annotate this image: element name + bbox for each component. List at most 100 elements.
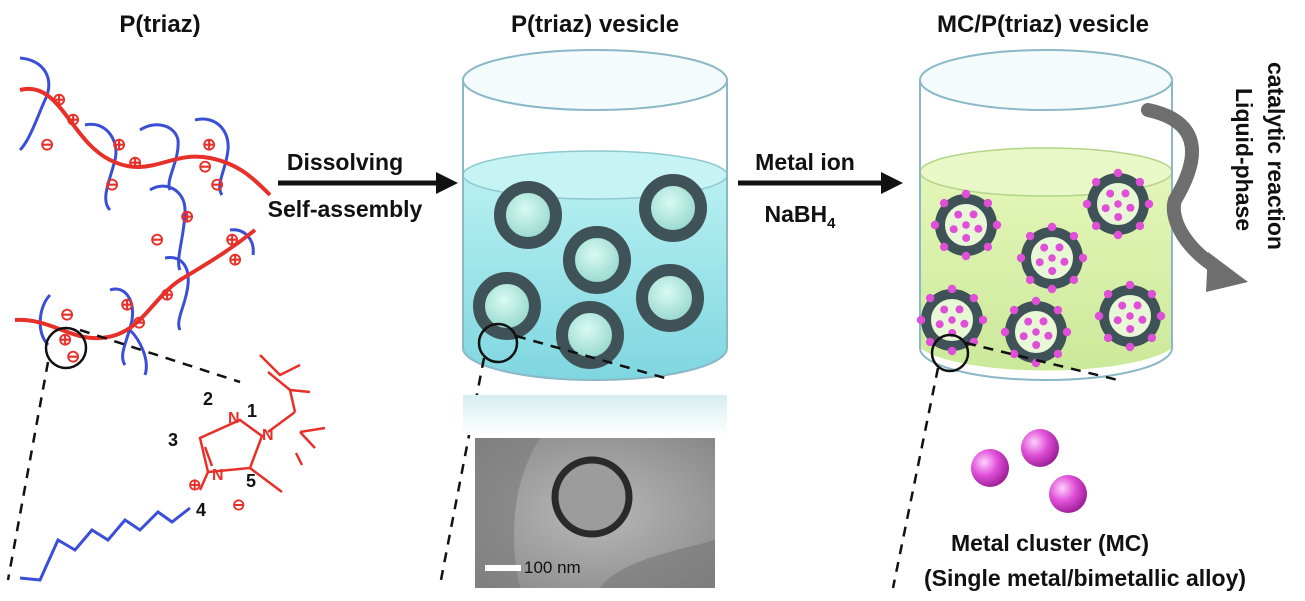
- metal-dot: [947, 346, 957, 356]
- mc-vesicle: [1082, 168, 1154, 240]
- metal-dot: [983, 242, 993, 252]
- nitrogen-4-label: N: [212, 467, 224, 484]
- metal-ball: [1021, 429, 1059, 467]
- arrow1-top-label: Dissolving: [287, 149, 403, 175]
- curved-arrow: [1141, 103, 1248, 292]
- metal-dot: [940, 305, 949, 314]
- metal-dot: [1031, 296, 1041, 306]
- arrow-dissolving: Dissolving Self-assembly: [268, 149, 458, 222]
- metal-dot: [1103, 289, 1113, 299]
- metal-ball: [971, 449, 1009, 487]
- metal-dot: [1156, 311, 1166, 321]
- neg-charge: ⊖: [40, 135, 54, 154]
- metal-dot: [947, 284, 957, 294]
- vesicle: [494, 181, 562, 249]
- metal-dot: [978, 315, 988, 325]
- metal-dot: [1103, 333, 1113, 343]
- metal-dot: [1133, 301, 1142, 310]
- metal-dot: [1126, 203, 1135, 212]
- metal-dot: [1135, 177, 1145, 187]
- mc-vesicle-group: [916, 168, 1166, 368]
- neg-charge: ⊖: [105, 175, 119, 194]
- metal-dot: [1053, 305, 1063, 315]
- ring-number-1: 1: [247, 401, 257, 421]
- neg-charge: ⊖: [132, 313, 146, 332]
- metal-dot: [1062, 327, 1072, 337]
- metal-dot: [1135, 221, 1145, 231]
- arrow2-bottom-label: NaBH4: [765, 201, 837, 232]
- metal-dot: [935, 320, 944, 329]
- tem-image: 100 nm: [475, 438, 715, 588]
- metal-dot: [1025, 231, 1035, 241]
- mc-vesicle: [1016, 222, 1088, 294]
- nitrogen-2-label: N: [228, 410, 240, 427]
- metal-ball: [1049, 475, 1087, 513]
- metal-dot: [939, 242, 949, 252]
- metal-dot: [1114, 200, 1122, 208]
- arrow-metal-ion: Metal ion NaBH4: [738, 149, 903, 232]
- metal-dot: [1055, 243, 1064, 252]
- metal-dot: [1060, 257, 1069, 266]
- metal-dot: [962, 234, 971, 242]
- pos-charge: ⊕: [128, 153, 142, 172]
- metal-dot: [974, 224, 983, 233]
- metal-dot: [1048, 254, 1056, 262]
- metal-dot: [1048, 267, 1057, 275]
- metal-dot: [961, 251, 971, 261]
- metal-dot: [1118, 301, 1127, 310]
- metal-dot: [1069, 231, 1079, 241]
- pos-charge: ⊕: [160, 285, 174, 304]
- vesicle: [556, 301, 624, 369]
- metal-dot: [1047, 284, 1057, 294]
- mc-vesicle: [1094, 280, 1166, 352]
- metal-dot: [955, 305, 964, 314]
- zoom-circle-right: [930, 333, 970, 373]
- metal-dot: [969, 210, 978, 219]
- pos-charge: ⊕: [120, 295, 134, 314]
- metal-dot: [1069, 275, 1079, 285]
- ring-number-3: 3: [168, 430, 178, 450]
- pos-charge: ⊕: [228, 250, 242, 269]
- metal-dot: [1147, 289, 1157, 299]
- metal-dot: [954, 210, 963, 219]
- metal-dot: [1121, 189, 1130, 198]
- metal-dot: [1113, 230, 1123, 240]
- metal-cluster-balls: [971, 429, 1087, 513]
- neg-charge: ⊖: [66, 347, 80, 366]
- metal-dot: [1025, 275, 1035, 285]
- neg-charge: ⊖: [198, 157, 212, 176]
- vesicle: [639, 174, 707, 242]
- scale-bar: [485, 565, 521, 571]
- polymer-chains: ⊕ ⊕ ⊖ ⊕ ⊕ ⊖ ⊕ ⊖ ⊖ ⊕ ⊕ ⊕ ⊖ ⊖ ⊕ ⊖ ⊕ ⊕ ⊖: [6, 56, 272, 581]
- metal-dot: [960, 319, 969, 328]
- ring-number-2: 2: [203, 389, 213, 409]
- pos-charge: ⊕: [66, 110, 80, 129]
- title-left: P(triaz): [119, 11, 200, 38]
- metal-dot: [1009, 349, 1019, 359]
- cluster-caption-line1: Metal cluster (MC): [951, 530, 1149, 556]
- title-right: MC/P(triaz) vesicle: [937, 11, 1149, 38]
- ring-pos-charge: ⊕: [188, 477, 201, 494]
- mc-vesicle: [1000, 296, 1072, 368]
- metal-dot: [1078, 253, 1088, 263]
- pos-charge: ⊕: [202, 135, 216, 154]
- pos-charge: ⊕: [225, 230, 239, 249]
- pos-charge: ⊕: [52, 90, 66, 109]
- metal-dot: [930, 220, 940, 230]
- mc-vesicle: [930, 189, 1002, 261]
- metal-dot: [939, 198, 949, 208]
- metal-dot: [1032, 341, 1041, 349]
- metal-dot: [916, 315, 926, 325]
- neg-charge: ⊖: [150, 230, 164, 249]
- metal-dot: [949, 225, 958, 234]
- metal-dot: [1144, 199, 1154, 209]
- metal-dot: [925, 337, 935, 347]
- metal-dot: [1125, 342, 1135, 352]
- metal-dot: [1126, 325, 1135, 333]
- metal-dot: [1044, 331, 1053, 340]
- beaker-mc-vesicles: [891, 49, 1173, 589]
- zoom-circle-middle: [477, 322, 519, 364]
- zoom-circle: [44, 326, 88, 370]
- metal-dot: [961, 189, 971, 199]
- metal-dot: [962, 221, 970, 229]
